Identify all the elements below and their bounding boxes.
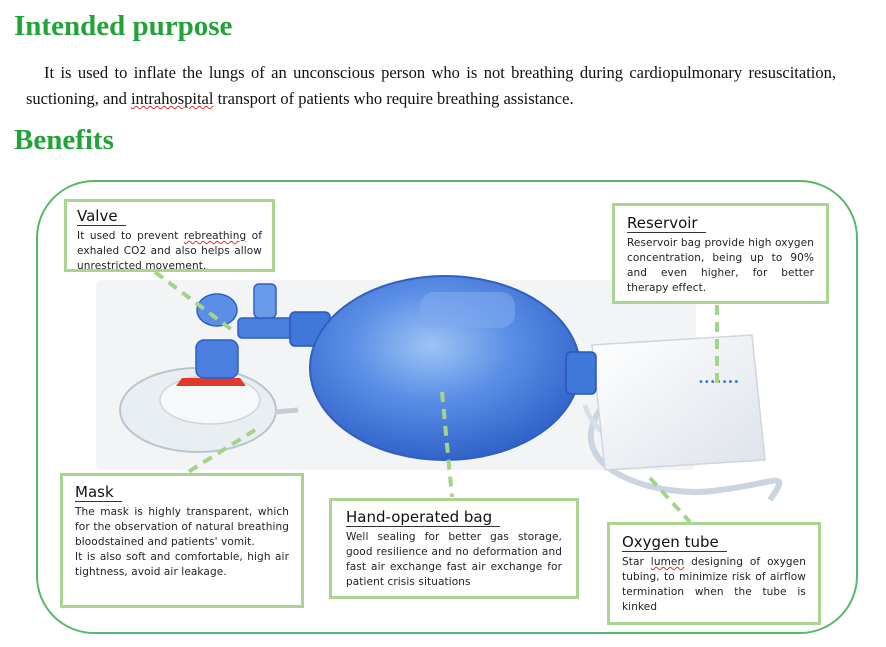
hand-operated-bag-callout: Hand-operated bag Well sealing for bette… — [329, 498, 579, 599]
mask-callout: Mask The mask is highly transparent, whi… — [60, 473, 304, 608]
intended-purpose-heading: Intended purpose — [14, 10, 233, 42]
purpose-text-end: transport of patients who require breath… — [213, 89, 574, 108]
valve-body — [195, 339, 239, 379]
reservoir-title: Reservoir — [627, 214, 706, 233]
oxygen-description: Star lumen designing of oxygen tubing, t… — [622, 555, 806, 615]
benefits-frame — [36, 180, 858, 634]
valve-port — [253, 283, 277, 319]
oxygen-description-start: Star — [622, 556, 651, 568]
valve-connector — [237, 317, 295, 339]
benefits-heading: Benefits — [14, 124, 114, 156]
mask-hook-ring — [176, 378, 246, 386]
bag-description: Well sealing for better gas storage, goo… — [346, 531, 562, 588]
valve-top — [196, 293, 238, 327]
mask-title: Mask — [75, 483, 122, 502]
bag-inlet — [565, 351, 597, 395]
valve-callout: Valve It used to prevent rebreathing of … — [64, 199, 275, 272]
purpose-text-start: It is used to inflate the lungs of an un… — [26, 63, 836, 108]
bag-leader-line — [440, 391, 454, 498]
valve-title: Valve — [77, 207, 126, 226]
mask-leader-line — [183, 428, 257, 476]
reservoir-bag — [591, 334, 766, 471]
reservoir-description: Reservoir bag provide high oxygen concen… — [627, 237, 814, 294]
oxygen-tubing — [588, 408, 783, 502]
oxygen-description-end: designing of oxygen tubing, to minimize … — [622, 556, 806, 613]
oxygen-title: Oxygen tube — [622, 533, 727, 552]
intended-purpose-paragraph: It is used to inflate the lungs of an un… — [26, 60, 836, 112]
reservoir-callout: Reservoir Reservoir bag provide high oxy… — [612, 203, 829, 304]
valve-description-start: It used to prevent — [77, 230, 184, 242]
valve-description: It used to prevent rebreathing of exhale… — [77, 229, 262, 274]
oxygen-tube-callout: Oxygen tube Star lumen designing of oxyg… — [607, 522, 821, 625]
bag-title: Hand-operated bag — [346, 508, 501, 527]
valve-description-end: of exhaled CO2 and also helps allow unre… — [77, 230, 262, 272]
mask-description-2: It is also soft and comfortable, high ai… — [75, 551, 289, 578]
mask-port — [274, 407, 299, 415]
oxygen-leader-line — [648, 476, 692, 524]
valve-spellcheck-word: rebreathing — [183, 230, 247, 242]
bag-grip-panel — [420, 292, 515, 328]
mask-description: The mask is highly transparent, which fo… — [75, 506, 289, 548]
purpose-spellcheck-word: intrahospital — [130, 89, 214, 108]
oxygen-spellcheck-word: lumen — [650, 556, 685, 568]
